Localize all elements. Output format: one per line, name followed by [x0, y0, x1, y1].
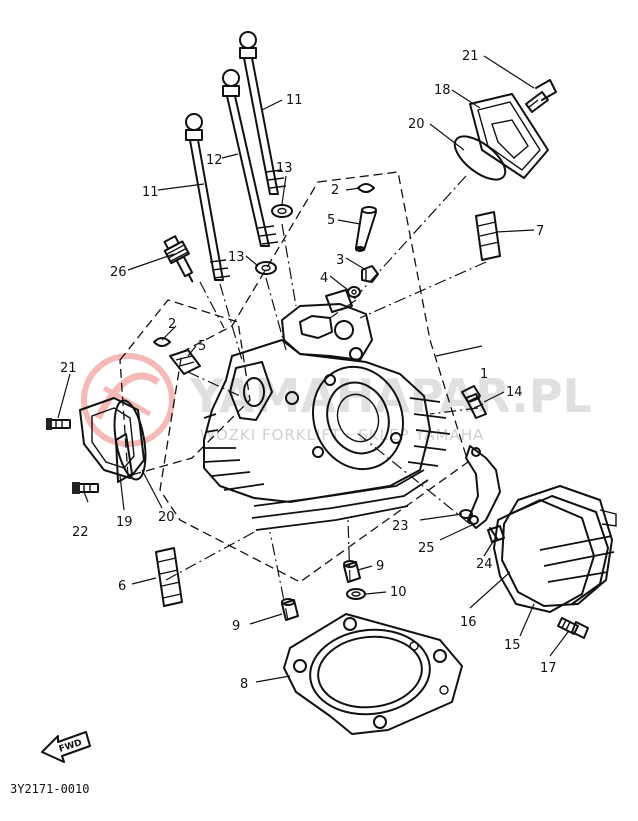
- callout-19: 19: [116, 515, 133, 530]
- callout-labels: 1 2 2 3 4 5 5 6 7 8 9 9 10 11 11 12 13 1…: [60, 49, 557, 692]
- callout-2-upper: 2: [331, 183, 339, 198]
- valve-cover-cap: [469, 93, 549, 179]
- o-ring: [346, 588, 366, 600]
- watermark-logo-icon: [81, 353, 175, 447]
- callout-17: 17: [540, 661, 557, 676]
- callout-9-right: 9: [376, 559, 384, 574]
- callout-7: 7: [536, 224, 544, 239]
- cap-bolt: [525, 79, 557, 113]
- callout-14: 14: [506, 385, 523, 400]
- washer-lower: [255, 261, 277, 275]
- callout-5-lower: 5: [198, 339, 206, 354]
- valve-spring-seat: [347, 286, 361, 298]
- callout-5-upper: 5: [327, 213, 335, 228]
- stud-bolt-middle: [222, 69, 279, 247]
- drawing-code: 3Y2171-0010: [10, 782, 89, 796]
- side-cover: [501, 485, 617, 607]
- callout-2-lower: 2: [168, 317, 176, 332]
- callout-9-left: 9: [232, 619, 240, 634]
- spark-plug: [163, 235, 194, 283]
- side-cover-bolt: [557, 617, 589, 639]
- intake-cap-bolt-lower: [72, 482, 99, 494]
- callout-8: 8: [240, 677, 248, 692]
- callout-12: 12: [206, 153, 223, 168]
- callout-15: 15: [504, 638, 521, 653]
- callout-25: 25: [418, 541, 435, 556]
- callout-20-lower: 20: [158, 510, 175, 525]
- alignment-lines: [165, 175, 487, 621]
- callout-22: 22: [72, 525, 89, 540]
- side-cover-gasket: [493, 499, 595, 613]
- dowel-pin-right: [343, 560, 361, 583]
- cam-guide-sleeve: [475, 211, 501, 261]
- callout-3: 3: [336, 253, 344, 268]
- callout-24: 24: [476, 557, 493, 572]
- cylinder-head: [203, 289, 451, 531]
- callout-11-lower: 11: [142, 185, 159, 200]
- callout-13-upper: 13: [276, 161, 293, 176]
- valve-seal: [361, 265, 379, 283]
- callout-20-upper: 20: [408, 117, 425, 132]
- guide-sleeve-lower: [155, 547, 183, 607]
- callout-10: 10: [390, 585, 407, 600]
- valve-cotter-upper: [357, 183, 375, 193]
- leader-lines: [57, 55, 569, 683]
- cylinder-head-gasket: [283, 613, 463, 735]
- callout-4: 4: [320, 271, 328, 286]
- valve-guide-upper: [355, 206, 377, 252]
- forward-arrow-icon: FWD: [41, 731, 91, 763]
- intake-cap-gasket: [113, 399, 147, 481]
- valve-guide-lower: [169, 349, 201, 375]
- watermark-subtitle: WOZKI FORKLIFT · SKLEP YAMAHA: [200, 426, 484, 444]
- stud-bolt-right: [239, 31, 287, 195]
- callout-21-lower: 21: [60, 361, 77, 376]
- valve-train-group-boundary: [159, 171, 469, 583]
- stud-bolt-left: [185, 113, 231, 281]
- callout-26: 26: [110, 265, 127, 280]
- side-bolt: [461, 385, 487, 419]
- cap-o-ring-gasket: [453, 135, 507, 181]
- valve-cotter-lower: [153, 337, 171, 347]
- callout-6: 6: [118, 579, 126, 594]
- callout-21-upper: 21: [462, 49, 479, 64]
- intake-group-boundary: [119, 299, 251, 477]
- callout-13-lower: 13: [228, 250, 245, 265]
- callout-23: 23: [392, 519, 409, 534]
- callout-1: 1: [480, 367, 488, 382]
- callout-11-upper: 11: [286, 93, 303, 108]
- washer-upper: [271, 204, 293, 218]
- intake-cap-bolt-upper: [46, 418, 71, 430]
- callout-18: 18: [434, 83, 451, 98]
- callout-16: 16: [460, 615, 477, 630]
- dowel-pin-left: [281, 598, 299, 621]
